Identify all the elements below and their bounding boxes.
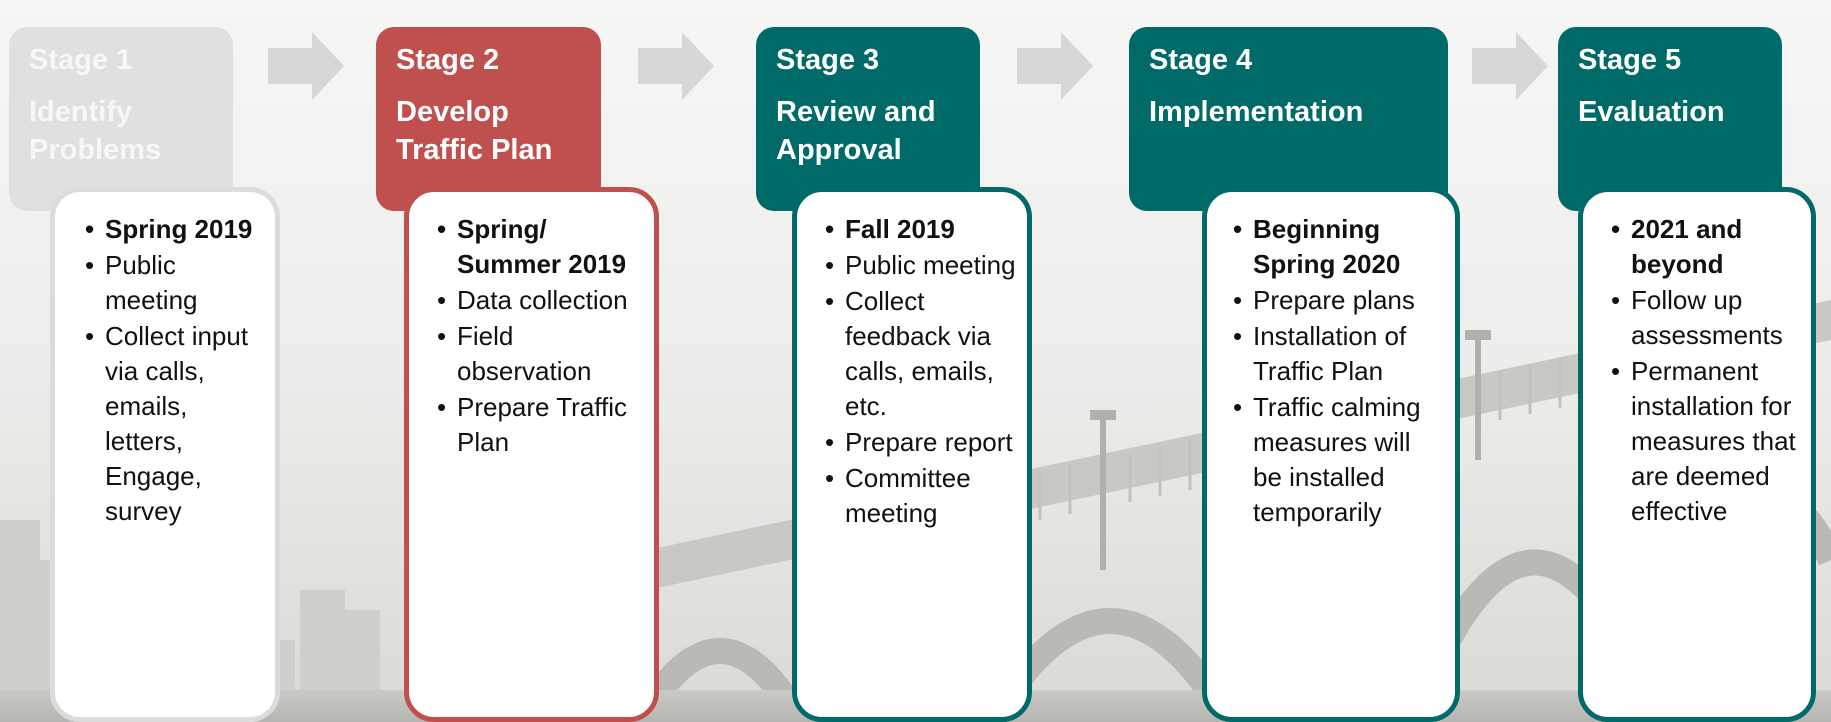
arrow-right-icon <box>268 32 344 100</box>
arrow-right-icon <box>1472 32 1548 100</box>
stage-2-card: Spring/ Summer 2019 Data collection Fiel… <box>404 187 659 722</box>
list-item: 2021 and beyond <box>1611 212 1801 282</box>
stage-title: Implementation <box>1149 96 1364 128</box>
list-item: Installation of Traffic Plan <box>1233 319 1445 389</box>
stage-1-list: Spring 2019 Public meeting Collect input… <box>85 212 265 529</box>
arrow-right-icon <box>1017 32 1093 100</box>
list-item: Collect feedback via calls, emails, etc. <box>825 284 1017 424</box>
stage-title: Develop Traffic Plan <box>396 96 553 166</box>
stage-3-list: Fall 2019 Public meeting Collect feedbac… <box>825 212 1017 531</box>
stage-5-card: 2021 and beyond Follow up assessments Pe… <box>1578 187 1816 722</box>
list-item: Prepare report <box>825 425 1017 460</box>
list-item: Field observation <box>437 319 644 389</box>
arrow-right-icon <box>638 32 714 100</box>
stage-label: Stage 4 <box>1149 44 1253 76</box>
stage-2-list: Spring/ Summer 2019 Data collection Fiel… <box>437 212 644 460</box>
list-item: Public meeting <box>825 248 1017 283</box>
list-item: Follow up assessments <box>1611 283 1801 353</box>
list-item: Public meeting <box>85 248 265 318</box>
list-item: Spring/ Summer 2019 <box>437 212 644 282</box>
list-item: Traffic calming measures will be install… <box>1233 390 1445 530</box>
stage-title: Review and Approval <box>776 96 936 166</box>
stage-4-header: Stage 4 Implementation <box>1129 27 1448 211</box>
stage-2-header: Stage 2 Develop Traffic Plan <box>376 27 601 211</box>
list-item: Data collection <box>437 283 644 318</box>
list-item: Permanent installation for measures that… <box>1611 354 1801 529</box>
stage-label: Stage 1 <box>29 44 133 76</box>
stage-4-list: Beginning Spring 2020 Prepare plans Inst… <box>1233 212 1445 530</box>
stage-3-card: Fall 2019 Public meeting Collect feedbac… <box>792 187 1032 722</box>
stage-4-card: Beginning Spring 2020 Prepare plans Inst… <box>1202 187 1460 722</box>
stage-title: Identify Problems <box>29 96 162 166</box>
list-item: Spring 2019 <box>85 212 265 247</box>
list-item: Fall 2019 <box>825 212 1017 247</box>
stage-title: Evaluation <box>1578 96 1725 128</box>
stage-3-header: Stage 3 Review and Approval <box>756 27 980 211</box>
list-item: Committee meeting <box>825 461 1017 531</box>
list-item: Beginning Spring 2020 <box>1233 212 1445 282</box>
stage-label: Stage 3 <box>776 44 880 76</box>
list-item: Prepare Traffic Plan <box>437 390 644 460</box>
stage-label: Stage 2 <box>396 44 500 76</box>
stage-5-header: Stage 5 Evaluation <box>1558 27 1782 211</box>
list-item: Collect input via calls, emails, letters… <box>85 319 265 529</box>
stage-1-card: Spring 2019 Public meeting Collect input… <box>50 187 280 722</box>
stage-label: Stage 5 <box>1578 44 1682 76</box>
list-item: Prepare plans <box>1233 283 1445 318</box>
stage-5-list: 2021 and beyond Follow up assessments Pe… <box>1611 212 1801 529</box>
stage-1-header: Stage 1 Identify Problems <box>9 27 233 211</box>
